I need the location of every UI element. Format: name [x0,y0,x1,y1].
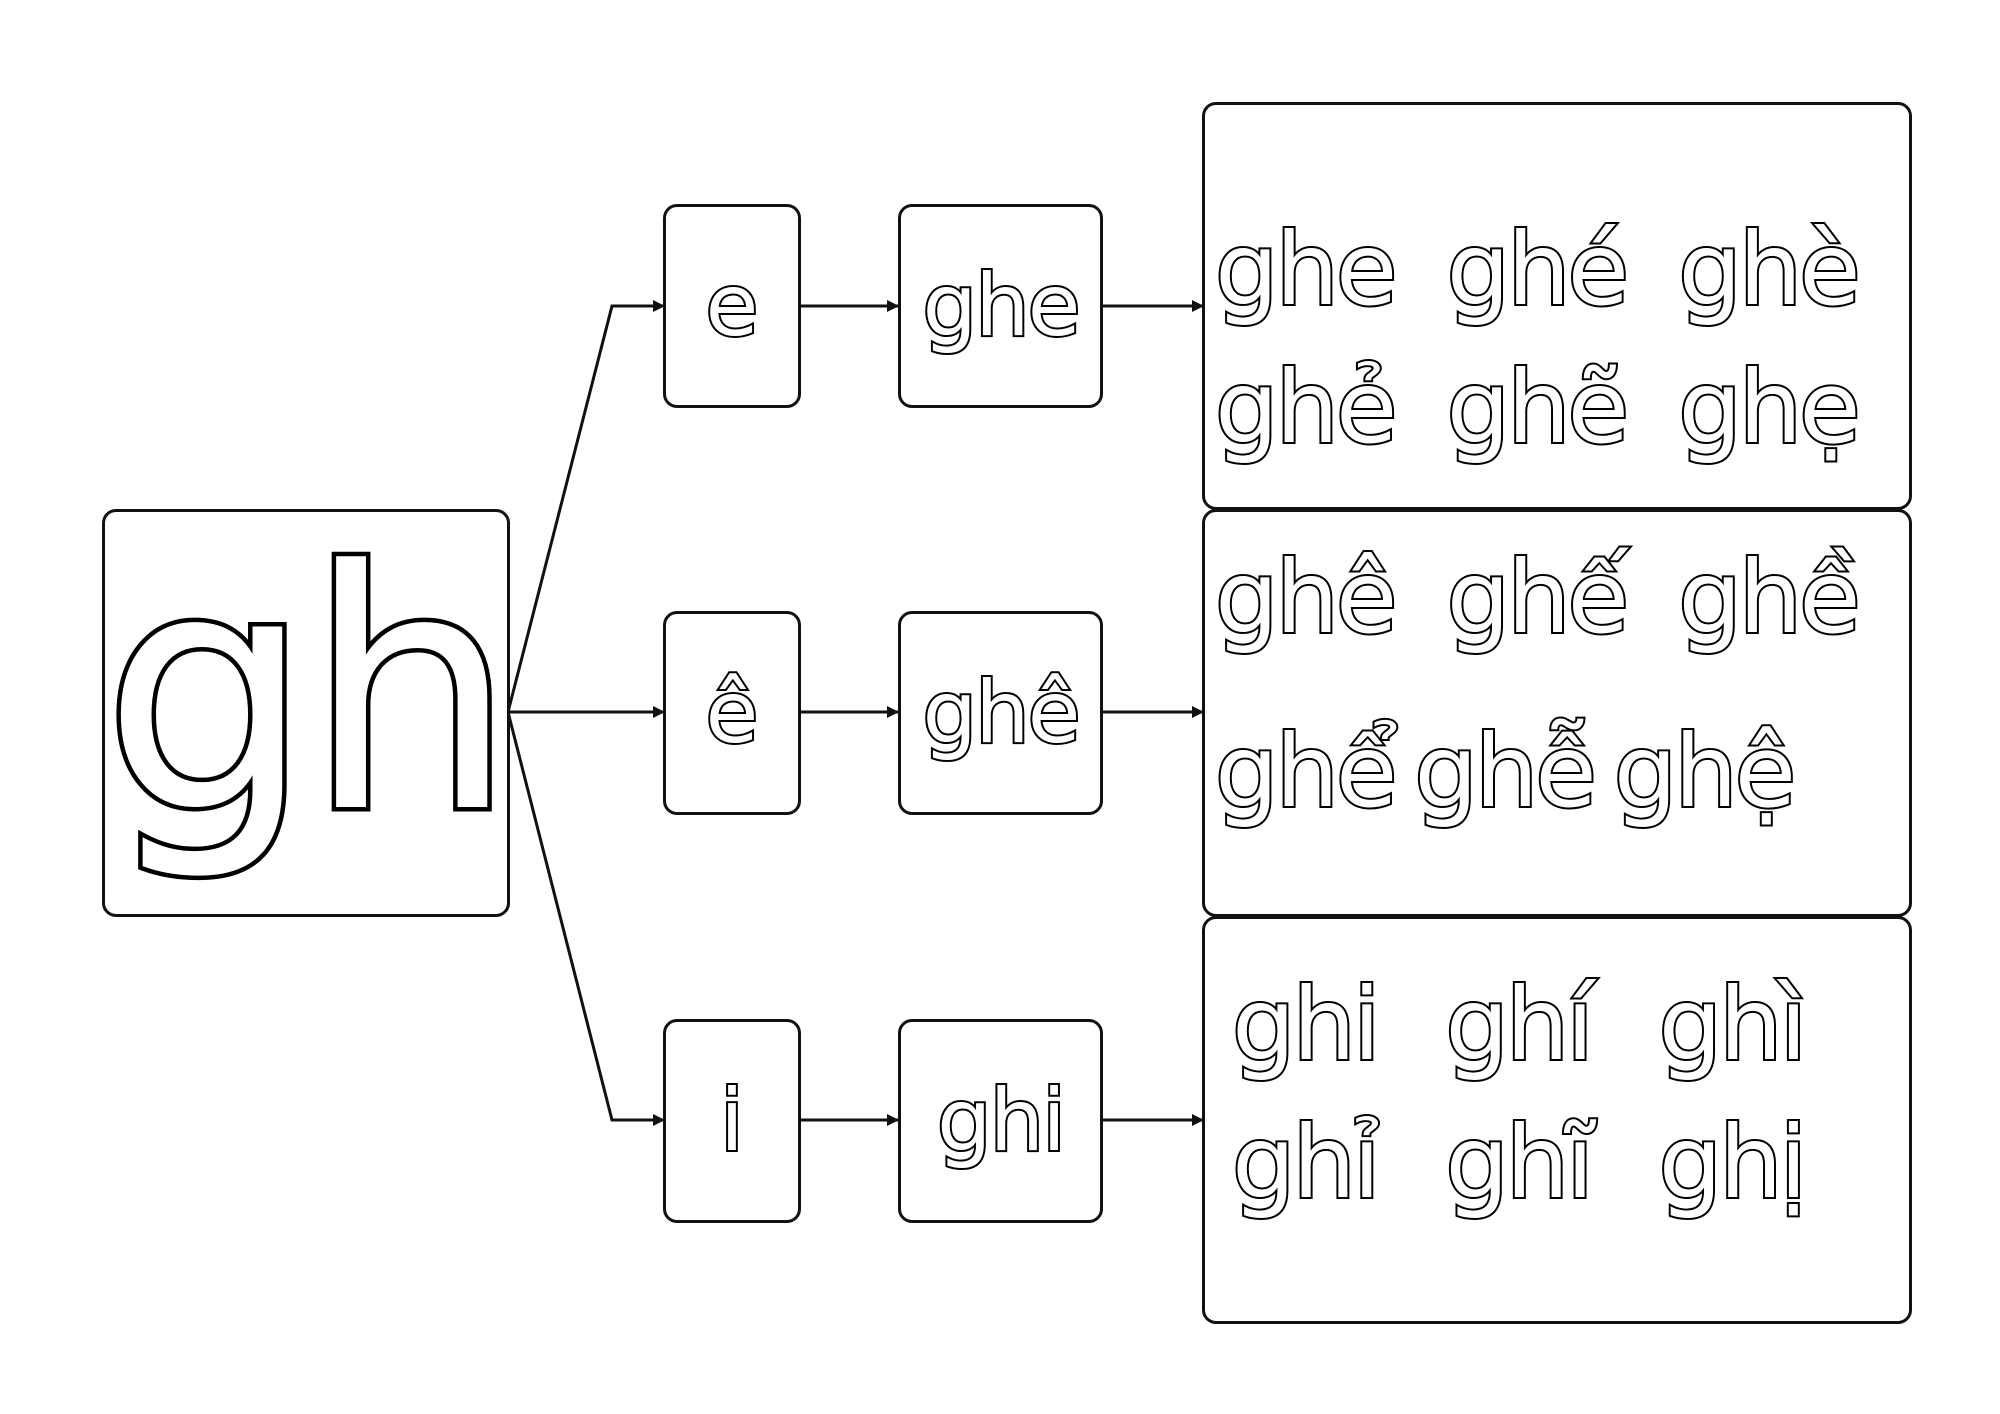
tone-box-ghi [1202,916,1912,1324]
tone-item: ghệ [1612,713,1798,830]
tone-item: ghề [1676,539,1862,656]
tone-item: ghè [1676,211,1862,328]
tone-item: ghé [1445,211,1631,328]
tone-item: ghể [1213,713,1399,830]
root-node: gh [98,501,520,917]
tone-list-ghê-row-2: ghể ghễ ghệ [1213,713,1798,830]
connector-root-to-i [506,711,665,1126]
vowel-node-e: e [663,204,801,408]
tone-list-ghi: ghi ghí ghì ghỉ ghĩ ghị [1230,966,1872,1221]
vowel-node-ê: ê [663,611,801,815]
syllable-label: ghe [920,256,1082,356]
tone-item: ghẹ [1676,349,1862,466]
tone-item: ghì [1657,966,1810,1083]
syllable-node-ghê: ghê [898,611,1103,815]
tone-item: ghẽ [1445,349,1631,466]
vowel-label: i [718,1071,746,1171]
tone-item: ghỉ [1230,1104,1383,1221]
tone-item: ghế [1445,539,1631,656]
connector-root-to-e [506,300,665,713]
tone-item: ghí [1443,966,1596,1083]
tone-list-ghe: ghe ghé ghè ghẻ ghẽ ghẹ [1213,211,1910,466]
tone-box-ghe [1202,102,1912,510]
syllable-node-ghi: ghi [898,1019,1103,1223]
tone-item: ghễ [1412,713,1598,830]
root-label: gh [98,501,520,885]
syllable-label: ghi [935,1071,1068,1171]
tone-item: ghị [1657,1104,1810,1221]
tone-list-ghê-row-1: ghê ghế ghề [1213,539,1910,656]
tone-item: ghe [1213,211,1399,328]
tone-box-ghê [1202,509,1912,917]
syllable-label: ghê [920,663,1082,763]
tone-item: ghẻ [1213,349,1399,466]
syllable-node-ghe: ghe [898,204,1103,408]
vowel-node-i: i [663,1019,801,1223]
tone-item: ghê [1213,539,1399,656]
tone-item: ghĩ [1443,1104,1596,1221]
vowel-label: e [704,256,761,356]
vowel-label: ê [704,663,761,763]
tone-item: ghi [1230,966,1383,1083]
